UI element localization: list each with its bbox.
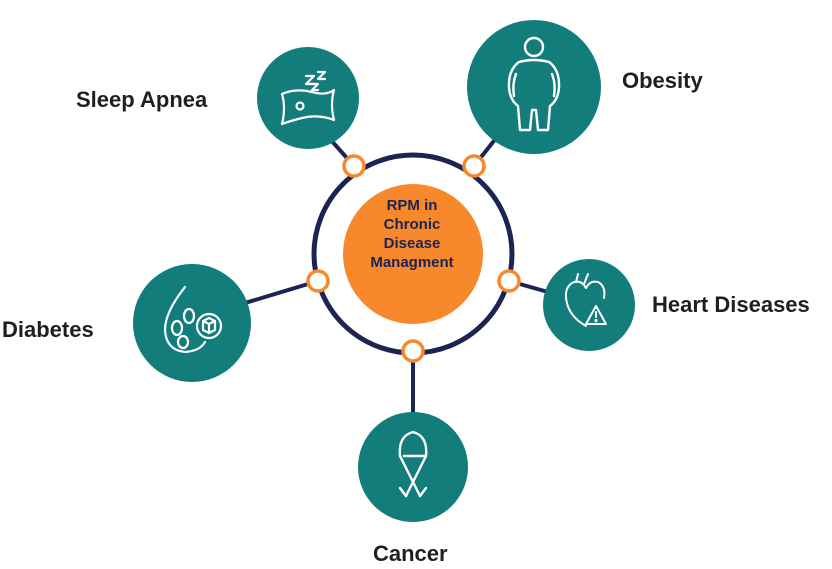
connector-diabetes xyxy=(243,279,320,305)
node-circle-obesity xyxy=(467,20,601,154)
node-circle-sleep-apnea xyxy=(257,47,359,149)
center-title: RPM in Chronic Disease Managment xyxy=(342,196,482,272)
sleeping-pillow-icon xyxy=(280,70,336,126)
node-diabetes xyxy=(133,264,251,382)
label-obesity: Obesity xyxy=(622,68,703,93)
node-obesity xyxy=(467,20,601,154)
heart-warning-icon xyxy=(564,273,607,327)
awareness-ribbon-icon xyxy=(398,430,428,498)
label-cancer: Cancer xyxy=(373,541,448,566)
dot-obesity xyxy=(462,154,486,178)
blood-drop-sugar-icon xyxy=(163,285,223,354)
center-title-line-1: RPM in xyxy=(386,197,438,214)
connector-dots xyxy=(306,154,521,363)
dot-diabetes xyxy=(306,269,330,293)
label-sleep-apnea: Sleep Apnea xyxy=(76,87,208,112)
node-circle-cancer xyxy=(358,412,468,522)
center-title-line-3: Disease xyxy=(383,235,441,252)
center-circle xyxy=(343,184,483,324)
label-heart-diseases: Heart Diseases xyxy=(652,292,810,317)
node-sleep-apnea xyxy=(257,47,359,149)
label-diabetes: Diabetes xyxy=(2,317,94,342)
obese-person-icon xyxy=(507,36,561,132)
dot-cancer xyxy=(401,339,425,363)
node-heart xyxy=(543,259,635,351)
center-title-line-4: Managment xyxy=(370,254,454,271)
center-title-line-2: Chronic xyxy=(383,216,441,233)
node-circle-heart xyxy=(543,259,635,351)
node-cancer xyxy=(358,412,468,522)
dot-heart xyxy=(497,269,521,293)
dot-sleep-apnea xyxy=(342,154,366,178)
